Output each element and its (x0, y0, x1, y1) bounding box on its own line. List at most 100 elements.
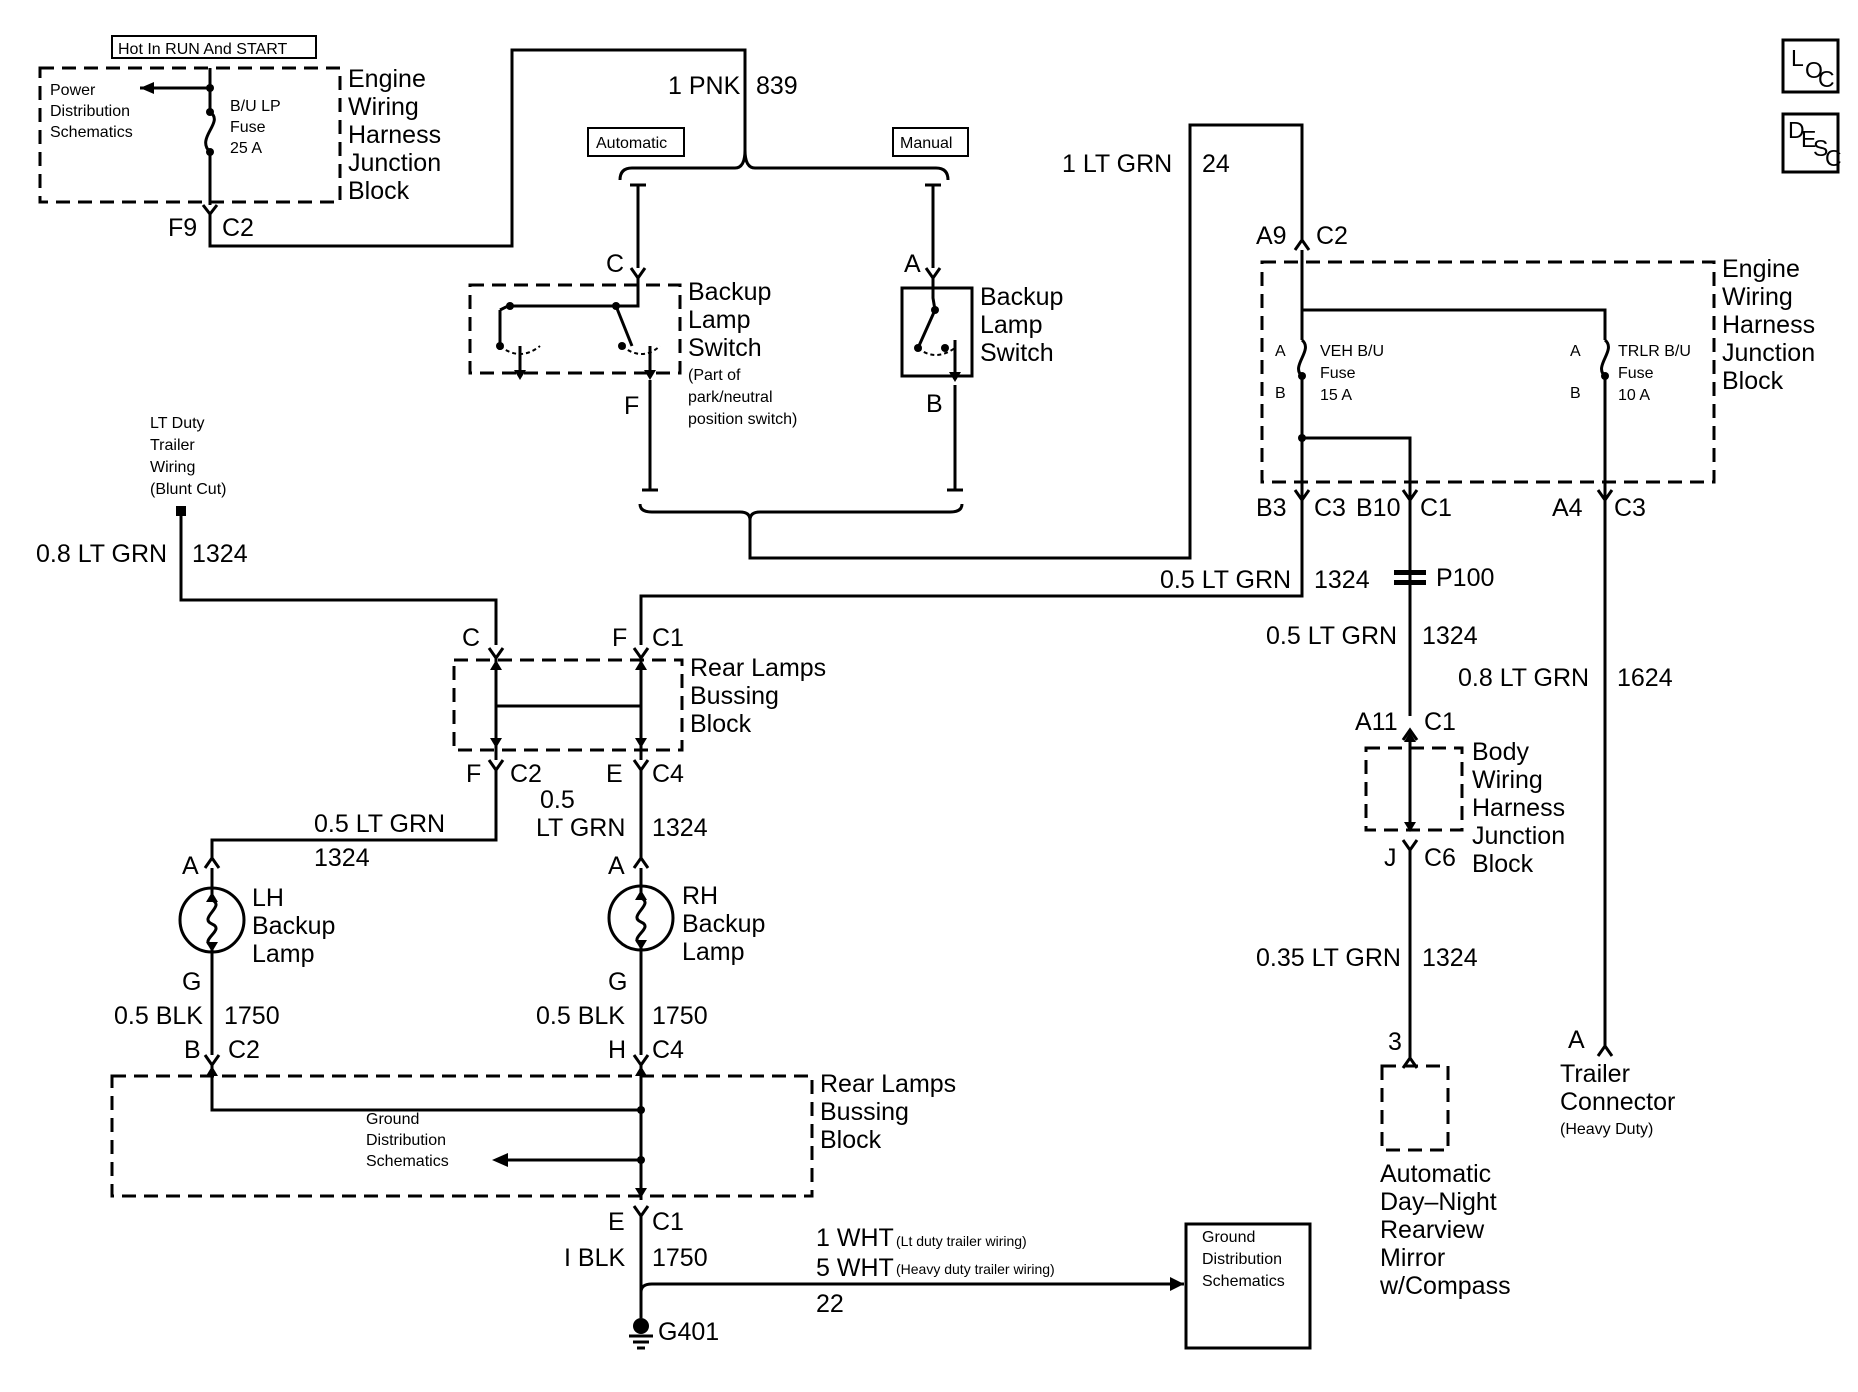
diagram-label: Switch (688, 334, 762, 362)
diagram-label: C (1825, 145, 1842, 171)
wire-24-label: 1 LT GRN (1062, 150, 1172, 178)
diagram-label: F (624, 392, 639, 420)
diagram-label: 1750 (652, 1002, 708, 1030)
g401-label: G401 (658, 1318, 719, 1346)
diagram-label: Junction (348, 149, 441, 177)
diagram-label: Rear Lamps (820, 1070, 956, 1098)
ground-wire-22: 1 WHT (Lt duty trailer wiring) 5 WHT (He… (639, 1224, 1184, 1318)
diagram-label: LT Duty (150, 415, 205, 432)
automatic-manual-selector: Automatic Manual (587, 127, 969, 268)
diagram-label: 3 (1388, 1028, 1402, 1056)
diagram-label: A (608, 852, 625, 880)
diagram-label: Distribution (366, 1132, 446, 1149)
diagram-label: 24 (1202, 150, 1230, 178)
diagram-label: E (606, 760, 623, 788)
ground-symbol-icon: G401 (629, 1318, 719, 1350)
diagram-label: E (1801, 126, 1816, 152)
diagram-label: C1 (1424, 708, 1456, 736)
diagram-label: Engine (1722, 255, 1800, 283)
diagram-label: C3 (1314, 494, 1346, 522)
diagram-label: Fuse (1320, 365, 1356, 382)
diagram-label: Rearview (1380, 1216, 1485, 1244)
diagram-label: Backup (980, 283, 1063, 311)
diagram-label: Bussing (820, 1098, 909, 1126)
loc-icon[interactable]: L O C (1781, 38, 1840, 94)
diagram-label: B (1275, 385, 1286, 402)
wire-839-label: 1 PNK (668, 72, 741, 100)
wire-05-1324-top: 0.5 LT GRN (1160, 566, 1291, 594)
diagram-label: A (1275, 343, 1286, 360)
diagram-label: 1324 (314, 844, 370, 872)
diagram-label: Harness (1722, 311, 1815, 339)
diagram-label: C2 (228, 1036, 260, 1064)
diagram-label: 1 WHT (816, 1224, 894, 1252)
diagram-label: C6 (1424, 844, 1456, 872)
diagram-label: 1324 (1422, 944, 1478, 972)
diagram-label: C2 (1316, 222, 1348, 250)
diagram-label: TRLR B/U (1618, 343, 1691, 360)
diagram-label: (Blunt Cut) (150, 481, 226, 498)
diagram-label: 1624 (1617, 664, 1673, 692)
diagram-label: Schematics (50, 124, 133, 141)
diagram-label: position switch) (688, 411, 797, 428)
diagram-label: Body (1472, 738, 1529, 766)
diagram-label: F9 (168, 214, 197, 242)
diagram-label: B3 (1256, 494, 1287, 522)
trailer-connector: 0.8 LT GRN 1624 A Trailer Connector (Hea… (1458, 500, 1675, 1138)
diagram-label: 0.5 LT GRN (314, 810, 445, 838)
diagram-label: L (1791, 45, 1804, 71)
diagram-label: 0.35 LT GRN (1256, 944, 1401, 972)
diagram-label: (Heavy duty trailer wiring) (896, 1261, 1055, 1277)
diagram-label: 25 A (230, 140, 262, 157)
diagram-label: Ground (366, 1111, 419, 1128)
diagram-label: Lamp (682, 938, 745, 966)
diagram-label: C4 (652, 1036, 684, 1064)
diagram-label: Schematics (366, 1153, 449, 1170)
diagram-label: 0.5 BLK (114, 1002, 203, 1030)
backup-lamp-switch-manual: A Backup Lamp Switch B (900, 250, 1063, 492)
diagram-label: S (1813, 135, 1828, 161)
diagram-label: C (606, 250, 624, 278)
diagram-label: Automatic (1380, 1160, 1491, 1188)
diagram-label: Wiring (348, 93, 419, 121)
desc-icon[interactable]: D E S C (1781, 112, 1842, 174)
diagram-label: B (926, 390, 943, 418)
diagram-label: F (612, 624, 627, 652)
diagram-label: Engine (348, 65, 426, 93)
diagram-label: A (182, 852, 199, 880)
diagram-label: Bussing (690, 682, 779, 710)
rear-lamps-bussing-block-bottom: B C2 H C4 Ground Distribution Schematics… (110, 1036, 956, 1318)
diagram-label: Block (690, 710, 752, 738)
diagram-label: Switch (980, 339, 1054, 367)
diagram-label: 1324 (652, 814, 708, 842)
diagram-label: A (1570, 343, 1581, 360)
diagram-label: Lamp (252, 940, 315, 968)
diagram-label: Manual (900, 135, 952, 152)
diagram-label: H (608, 1036, 626, 1064)
diagram-label: B (184, 1036, 201, 1064)
body-junction-block: P100 0.5 LT GRN 1324 A11 C1 Body Wiring … (1256, 500, 1565, 1060)
diagram-label: park/neutral (688, 389, 773, 406)
diagram-label: D (1788, 117, 1805, 143)
diagram-label: Mirror (1380, 1244, 1445, 1272)
engine-junction-block-right: A9 C2 A B A B VEH B/U Fuse 15 A TRLR B/U… (1256, 222, 1815, 522)
diagram-label: A4 (1552, 494, 1583, 522)
diagram-label: C3 (1614, 494, 1646, 522)
diagram-label: 1750 (652, 1244, 708, 1272)
diagram-label: (Lt duty trailer wiring) (896, 1233, 1027, 1249)
diagram-label: C (1818, 66, 1835, 92)
ground-distribution-box[interactable]: Ground Distribution Schematics (1184, 1222, 1312, 1350)
diagram-label: B (1570, 385, 1581, 402)
diagram-label: Junction (1472, 822, 1565, 850)
diagram-label: Block (1472, 850, 1534, 878)
diagram-label: Lamp (688, 306, 751, 334)
diagram-label: (Heavy Duty) (1560, 1121, 1653, 1138)
diagram-label: LT GRN (536, 814, 625, 842)
diagram-label: 0.8 LT GRN (1458, 664, 1589, 692)
diagram-label: Fuse (1618, 365, 1654, 382)
diagram-label: Distribution (1202, 1251, 1282, 1268)
lh-backup-lamp: A LH Backup Lamp G 0.5 BLK 1750 (114, 852, 335, 1055)
diagram-label: I BLK (564, 1244, 625, 1272)
diagram-label: Block (348, 177, 410, 205)
hot-in-run-label: Hot In RUN And START (118, 41, 287, 58)
